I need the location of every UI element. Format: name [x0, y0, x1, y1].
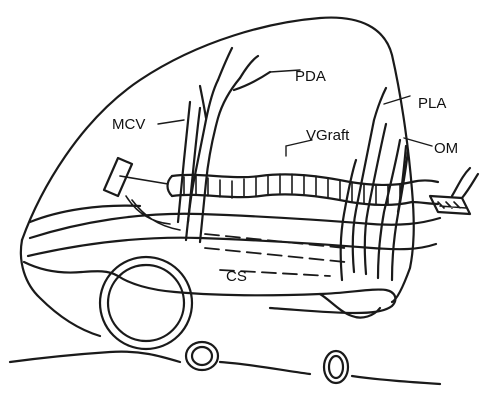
- ventricle-lower-curve: [320, 294, 380, 318]
- pda-branch-right: [234, 72, 270, 90]
- pla-leader: [384, 96, 410, 104]
- mcv-vessel-2: [188, 108, 200, 222]
- cs-dashed-lower: [205, 248, 345, 262]
- posterior-wall-curve: [30, 206, 140, 222]
- om-vessel-left: [378, 140, 400, 278]
- small-vessel-right-inner: [329, 356, 343, 378]
- om-label: OM: [434, 140, 458, 157]
- pda-branch-top: [218, 48, 258, 80]
- ivc-inner: [108, 265, 184, 341]
- av-groove-upper: [30, 214, 440, 238]
- pda-label: PDA: [295, 68, 326, 85]
- base-line-left: [10, 352, 180, 362]
- cs-label: CS: [226, 268, 247, 285]
- graft-extension-upper: [412, 181, 438, 183]
- mcv-label: MCV: [112, 116, 145, 133]
- pla-label: PLA: [418, 95, 446, 112]
- right-clamp-ticks: [438, 202, 466, 208]
- ivc-outer: [100, 257, 192, 349]
- small-vessel-left-inner: [192, 347, 212, 365]
- left-clamp-rope: [120, 176, 168, 184]
- aortic-stub: [452, 168, 478, 198]
- base-line-mid: [220, 362, 310, 374]
- cs-dashed-upper: [205, 234, 345, 248]
- vgraft-label: VGraft: [306, 127, 350, 144]
- pda-branch-left: [200, 86, 206, 118]
- vein-graft-start: [168, 176, 173, 196]
- vein-graft-ticks: [184, 174, 400, 204]
- pda-vessel-right: [200, 78, 240, 242]
- base-line-right: [352, 376, 440, 384]
- av-groove-lower: [28, 238, 436, 256]
- pla-vessel-left: [353, 88, 386, 272]
- mcv-leader: [158, 120, 184, 124]
- right-atrium-outline: [24, 262, 395, 313]
